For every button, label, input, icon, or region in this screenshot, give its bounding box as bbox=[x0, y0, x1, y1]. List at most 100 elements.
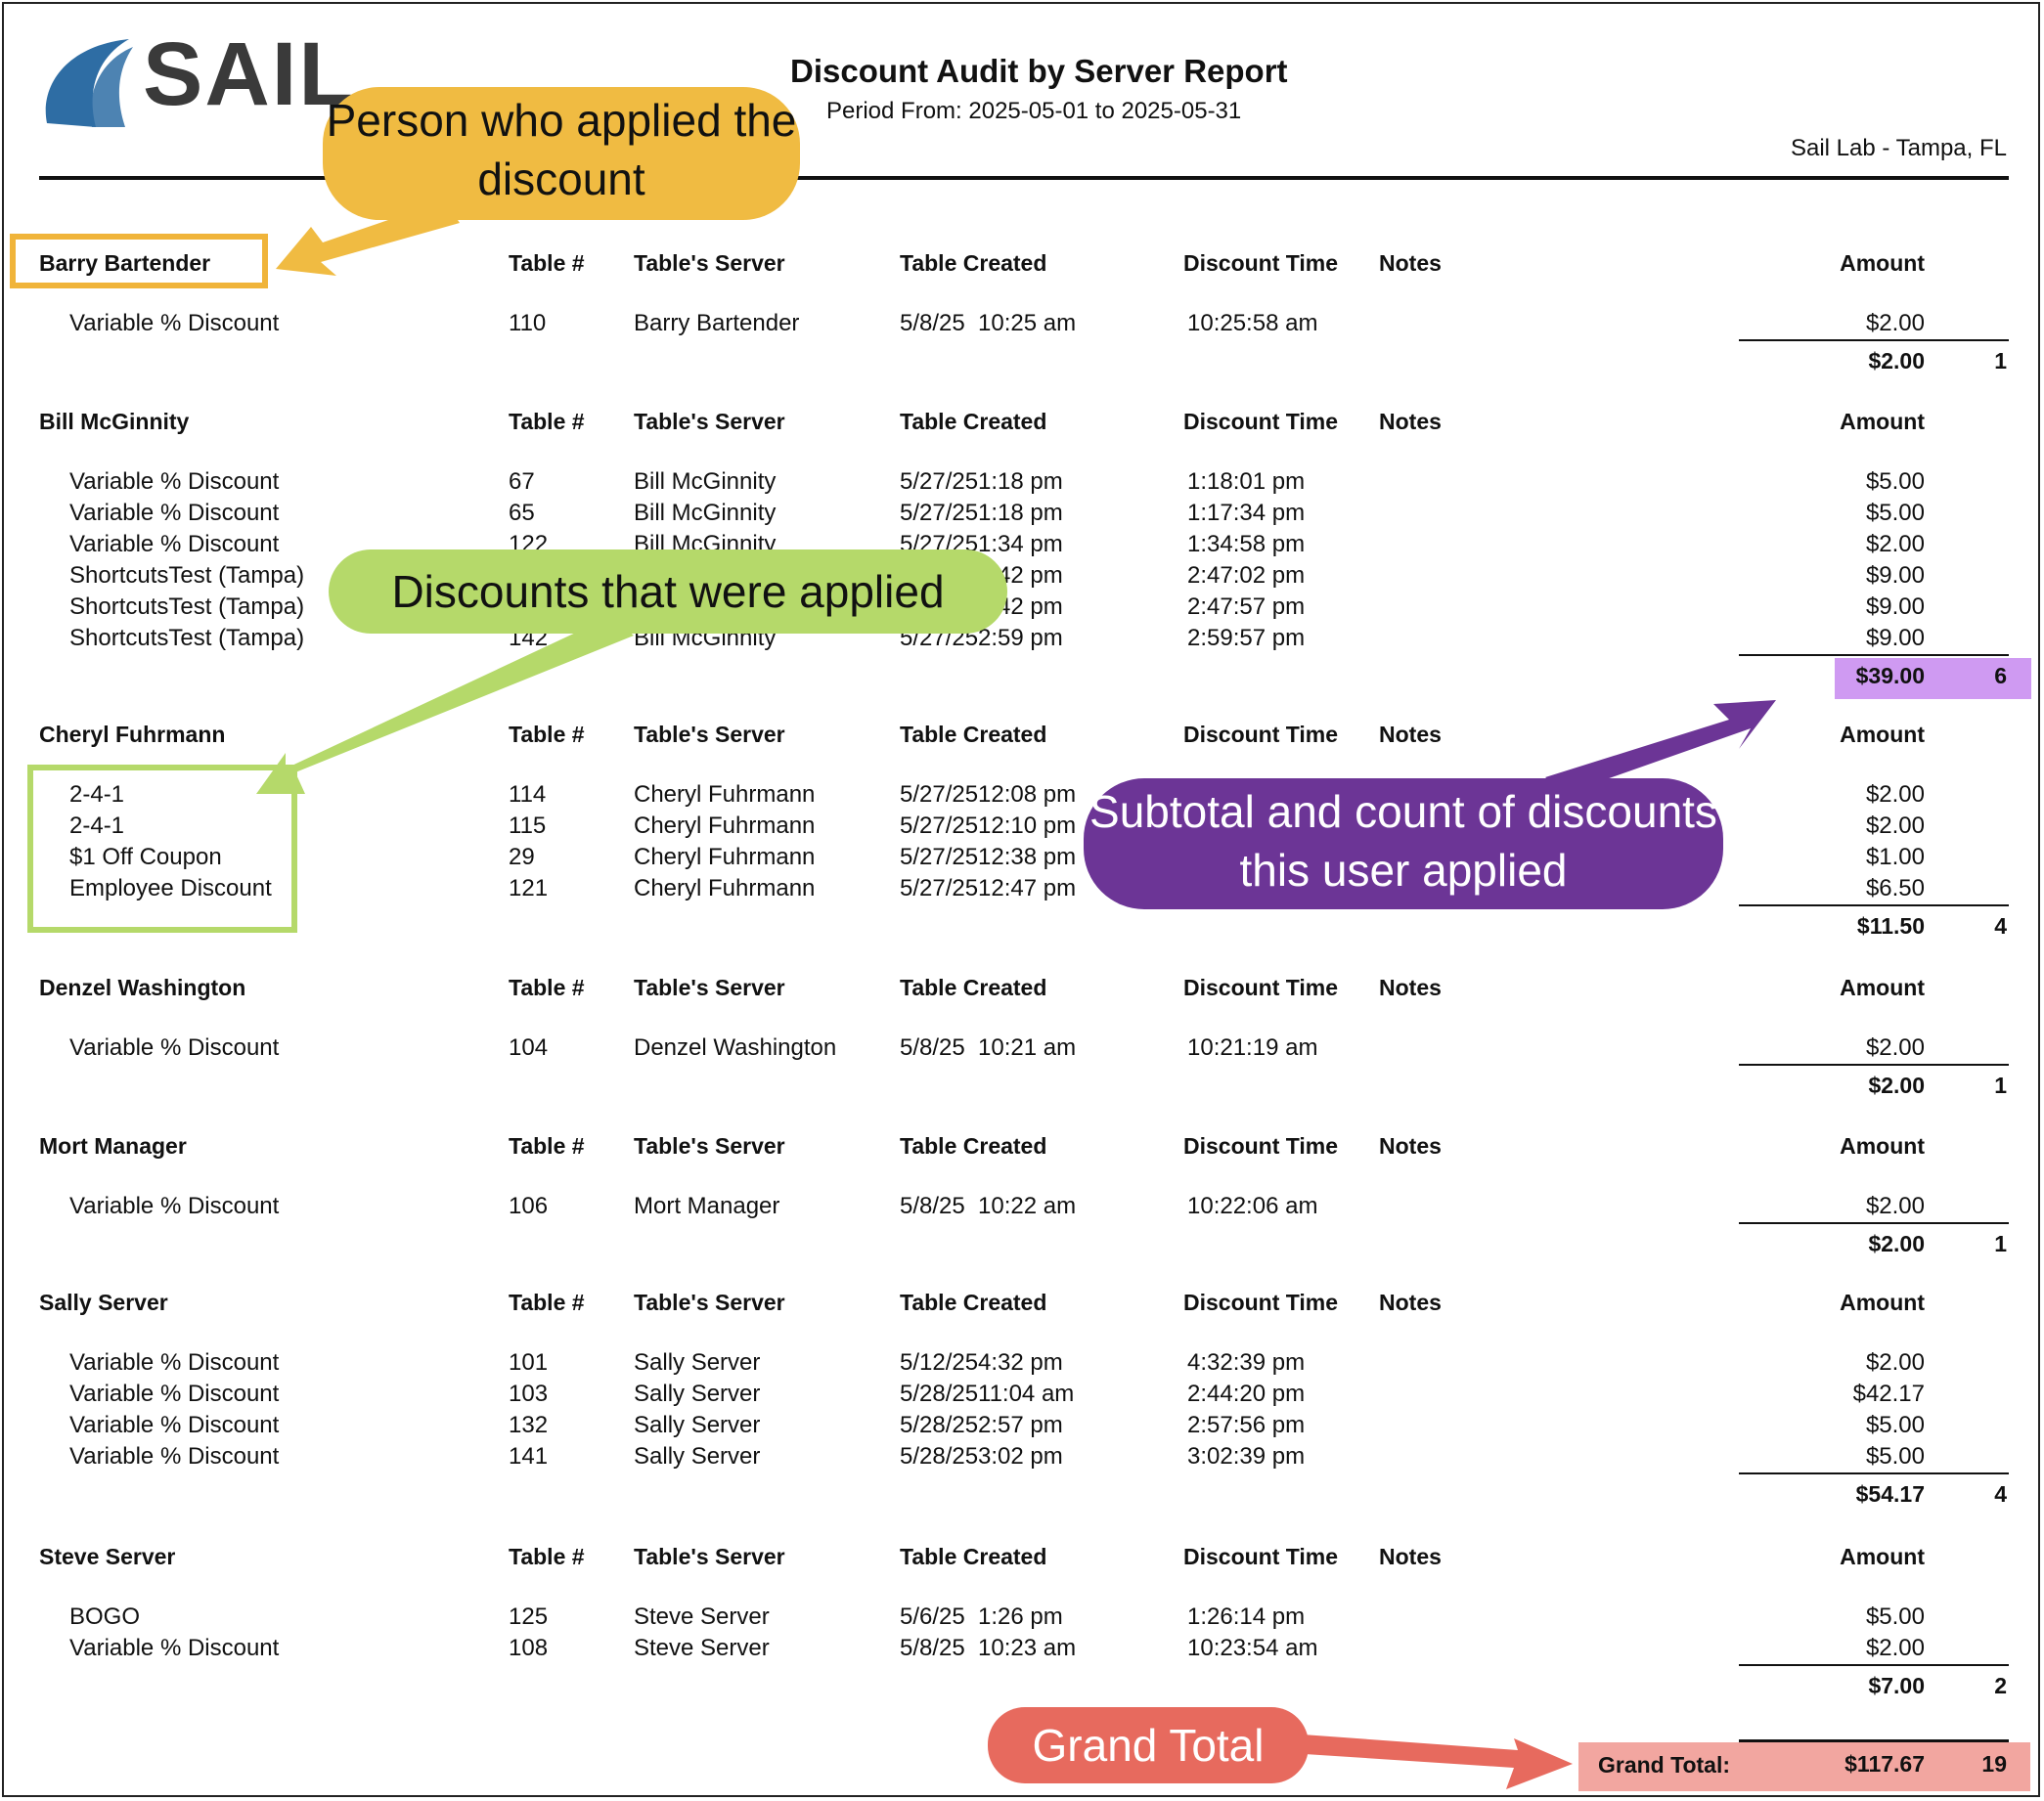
table-server: Sally Server bbox=[634, 1412, 761, 1438]
callout-applied-by: Person who applied the discount bbox=[323, 87, 800, 220]
col-header-server: Table's Server bbox=[634, 1290, 785, 1315]
col-header-discount-time: Discount Time bbox=[1183, 1133, 1339, 1159]
col-header-table: Table # bbox=[509, 1544, 585, 1569]
table-server: Sally Server bbox=[634, 1443, 761, 1470]
subtotal-rule bbox=[1739, 1222, 2009, 1224]
discount-name: BOGO bbox=[69, 1603, 141, 1630]
discount-amount: $1.00 bbox=[1865, 844, 1925, 870]
discount-name: Variable % Discount bbox=[69, 1635, 280, 1661]
table-created-date: 5/8/25 bbox=[900, 310, 965, 336]
discount-amount: $5.00 bbox=[1865, 500, 1925, 526]
col-header-created: Table Created bbox=[900, 409, 1047, 434]
report-title: Discount Audit by Server Report bbox=[790, 53, 1288, 89]
discount-amount: $5.00 bbox=[1865, 1443, 1925, 1470]
subtotal-amount: $7.00 bbox=[1868, 1673, 1925, 1698]
subtotal-amount: $2.00 bbox=[1868, 1073, 1925, 1098]
discount-amount: $9.00 bbox=[1865, 625, 1925, 651]
col-header-table: Table # bbox=[509, 250, 585, 276]
report-period: Period From: 2025-05-01 to 2025-05-31 bbox=[826, 98, 1242, 124]
table-created-date: 5/8/25 bbox=[900, 1635, 965, 1661]
server-name: Steve Server bbox=[39, 1544, 176, 1569]
server-name-highlight-box bbox=[10, 234, 268, 288]
col-header-discount-time: Discount Time bbox=[1183, 975, 1339, 1000]
table-created-date: 5/27/25 bbox=[900, 468, 979, 495]
discount-time: 10:21:19 am bbox=[1187, 1034, 1318, 1061]
discount-time: 10:25:58 am bbox=[1187, 310, 1318, 336]
server-name: Mort Manager bbox=[39, 1133, 187, 1159]
discount-time: 1:17:34 pm bbox=[1187, 500, 1306, 526]
table-created-date: 5/27/25 bbox=[900, 781, 979, 808]
col-header-server: Table's Server bbox=[634, 250, 785, 276]
col-header-notes: Notes bbox=[1379, 722, 1442, 747]
discount-name: $1 Off Coupon bbox=[69, 844, 222, 870]
table-server: Mort Manager bbox=[634, 1193, 780, 1219]
col-header-notes: Notes bbox=[1379, 1290, 1442, 1315]
table-created-time: 10:25 am bbox=[978, 310, 1077, 336]
discount-time: 2:44:20 pm bbox=[1187, 1381, 1306, 1407]
table-created-time: 12:38 pm bbox=[978, 844, 1077, 870]
discount-amount: $9.00 bbox=[1865, 562, 1925, 589]
table-number: 103 bbox=[509, 1381, 549, 1407]
table-created-date: 5/27/25 bbox=[900, 500, 979, 526]
discount-name: ShortcutsTest (Tampa) bbox=[69, 593, 305, 620]
col-header-amount: Amount bbox=[1840, 409, 1925, 434]
col-header-discount-time: Discount Time bbox=[1183, 409, 1339, 434]
discount-name: 2-4-1 bbox=[69, 781, 125, 808]
table-created-date: 5/27/25 bbox=[900, 813, 979, 839]
sail-logo-icon bbox=[45, 39, 133, 127]
callout-discounts: Discounts that were applied bbox=[329, 549, 1007, 634]
grand-total-amount: $117.67 bbox=[1844, 1751, 1925, 1777]
grand-total-count: 19 bbox=[1981, 1751, 2007, 1777]
grand-total-label: Grand Total: bbox=[1598, 1752, 1731, 1778]
col-header-amount: Amount bbox=[1840, 1133, 1925, 1159]
server-name: Cheryl Fuhrmann bbox=[39, 722, 226, 747]
table-server: Cheryl Fuhrmann bbox=[634, 813, 816, 839]
subtotal-count: 1 bbox=[1994, 1073, 2007, 1098]
discount-name: 2-4-1 bbox=[69, 813, 125, 839]
subtotal-count: 1 bbox=[1994, 348, 2007, 373]
table-number: 104 bbox=[509, 1034, 549, 1061]
discount-name: Variable % Discount bbox=[69, 1193, 280, 1219]
table-number: 125 bbox=[509, 1603, 549, 1630]
discount-name: Variable % Discount bbox=[69, 1349, 280, 1376]
table-number: 110 bbox=[509, 310, 547, 336]
subtotal-highlight bbox=[1835, 658, 2031, 699]
discount-time: 2:57:56 pm bbox=[1187, 1412, 1306, 1438]
col-header-table: Table # bbox=[509, 1290, 585, 1315]
col-header-server: Table's Server bbox=[634, 409, 785, 434]
discount-name: Variable % Discount bbox=[69, 1034, 280, 1061]
table-number: 108 bbox=[509, 1635, 549, 1661]
table-created-date: 5/6/25 bbox=[900, 1603, 965, 1630]
discount-name: Variable % Discount bbox=[69, 1381, 280, 1407]
subtotal-count: 2 bbox=[1994, 1673, 2007, 1698]
discount-amount: $5.00 bbox=[1865, 1412, 1925, 1438]
subtotal-rule bbox=[1739, 1472, 2009, 1474]
col-header-notes: Notes bbox=[1379, 409, 1442, 434]
col-header-table: Table # bbox=[509, 975, 585, 1000]
table-created-time: 1:18 pm bbox=[978, 468, 1063, 495]
table-created-time: 10:23 am bbox=[978, 1635, 1077, 1661]
table-created-date: 5/8/25 bbox=[900, 1193, 965, 1219]
callout-grand-total: Grand Total bbox=[988, 1707, 1309, 1783]
subtotal-count: 1 bbox=[1994, 1231, 2007, 1256]
discount-time: 1:26:14 pm bbox=[1187, 1603, 1306, 1630]
discount-amount: $2.00 bbox=[1865, 813, 1925, 839]
table-number: 141 bbox=[509, 1443, 549, 1470]
table-created-date: 5/8/25 bbox=[900, 1034, 965, 1061]
subtotal-amount: $39.00 bbox=[1855, 663, 1925, 688]
subtotal-amount: $11.50 bbox=[1856, 913, 1925, 939]
discount-time: 10:23:54 am bbox=[1187, 1635, 1318, 1661]
subtotal-count: 4 bbox=[1994, 1481, 2007, 1507]
logo-text: SAIL bbox=[143, 24, 356, 124]
table-created-date: 5/27/25 bbox=[900, 875, 979, 901]
table-server: Bill McGinnity bbox=[634, 468, 777, 495]
col-header-created: Table Created bbox=[900, 1544, 1047, 1569]
server-name: Bill McGinnity bbox=[39, 409, 190, 434]
discount-time: 2:47:57 pm bbox=[1187, 593, 1306, 620]
col-header-table: Table # bbox=[509, 1133, 585, 1159]
discount-amount: $42.17 bbox=[1852, 1381, 1925, 1407]
col-header-created: Table Created bbox=[900, 722, 1047, 747]
col-header-discount-time: Discount Time bbox=[1183, 1544, 1339, 1569]
col-header-discount-time: Discount Time bbox=[1183, 722, 1339, 747]
